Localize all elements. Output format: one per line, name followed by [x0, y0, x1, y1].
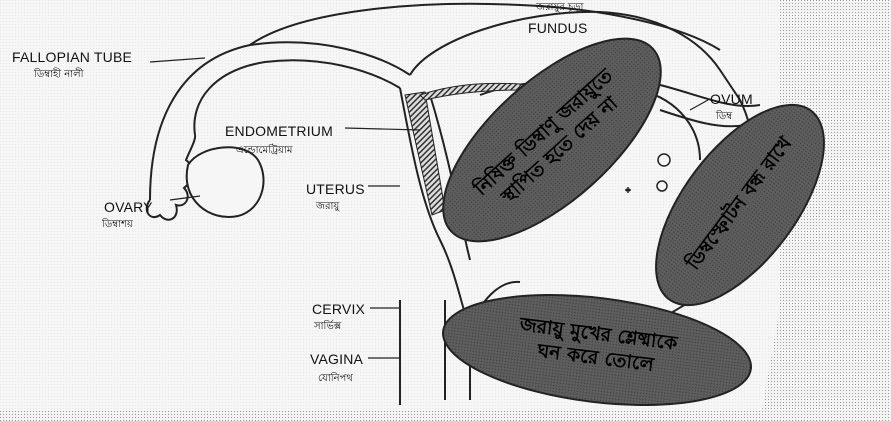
uterus-label-bn: জরায়ু	[316, 202, 339, 212]
vagina-label-bn: যোনিপথ	[318, 374, 353, 384]
fallopian-tube-label-bn: ডিম্বাহী নালী	[34, 70, 84, 80]
endometrium-label: ENDOMETRIUM	[225, 124, 333, 138]
uterus-label: UTERUS	[306, 182, 365, 196]
ovum-label: OVUM	[710, 92, 753, 106]
fallopian-tube-label: FALLOPIAN TUBE	[12, 50, 132, 64]
cervix-label: CERVIX	[312, 302, 365, 316]
fundus-label-bn: জরায়ুর চূড়া	[536, 3, 583, 13]
vagina-label: VAGINA	[310, 352, 363, 366]
endometrium-label-bn: এন্ডোমেট্রিয়াম	[236, 146, 292, 156]
ovum-label-bn: ডিম্ব	[716, 112, 732, 122]
fundus-label: FUNDUS	[528, 21, 588, 35]
ovary-label-bn: ডিম্বাশয়	[102, 220, 133, 230]
cervix-label-bn: সার্ভিক্স	[314, 322, 341, 332]
ovary-label: OVARY	[104, 200, 153, 214]
